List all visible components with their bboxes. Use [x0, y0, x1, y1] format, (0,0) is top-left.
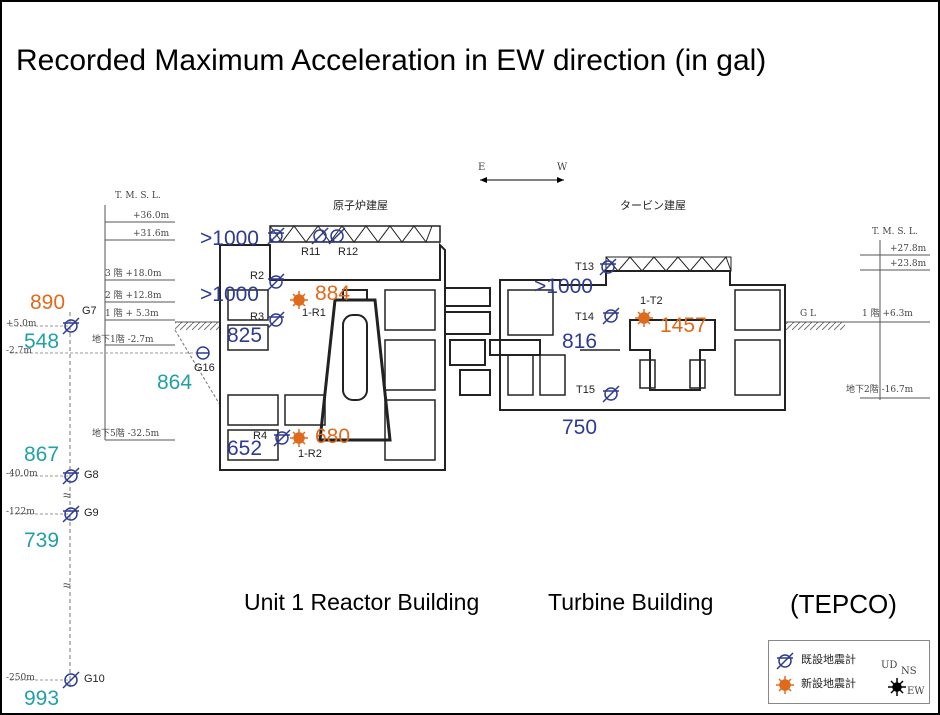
seismometer-icon — [267, 227, 285, 245]
value-t14: 816 — [562, 330, 598, 353]
value-r3: 825 — [227, 324, 263, 347]
seismometer-icon — [62, 671, 80, 689]
value-t15: 750 — [562, 416, 598, 439]
value-1t2: 1457 — [660, 314, 707, 337]
direction-west-label: W — [557, 162, 568, 173]
value-g7-new: 890 — [30, 291, 66, 314]
legend-new-icon — [776, 676, 794, 694]
tmsl-scale-left — [104, 205, 175, 441]
depth-label: -2.7m — [6, 346, 32, 356]
sensor-label-1r1: 1-R1 — [302, 307, 326, 319]
sensor-label-g9: G9 — [84, 507, 99, 519]
tmsl-scale-right — [860, 240, 930, 400]
seismometer-icon — [311, 227, 329, 245]
value-1r1: 884 — [315, 282, 351, 305]
direction-east-label: E — [478, 162, 486, 173]
new-seismometer-icon — [290, 291, 308, 309]
depth-label: +5.0m — [6, 319, 37, 329]
sensor-label-g16: G16 — [194, 362, 215, 374]
svg-text:≈: ≈ — [63, 487, 71, 503]
legend-ud-label: UD — [881, 660, 898, 671]
turbine-building-caption: Turbine Building — [548, 589, 714, 615]
seismometer-icon — [267, 273, 285, 291]
legend-existing-icon — [776, 652, 794, 670]
tmsl-left-label: +31.6m — [133, 229, 170, 239]
seismometer-icon — [599, 258, 617, 276]
value-g10: 993 — [24, 687, 60, 710]
tmsl-left-label: 3 階 +18.0m — [105, 269, 162, 279]
value-g7: 548 — [24, 330, 60, 353]
reactor-building-jp-label: 原子炉建屋 — [333, 200, 388, 212]
seismometer-icon — [328, 227, 346, 245]
sensor-label-r12: R12 — [338, 246, 359, 258]
tmsl-left-label: 2 階 +12.8m — [105, 291, 162, 301]
value-1r2: 680 — [315, 425, 351, 448]
direction-arrow — [480, 177, 564, 183]
tmsl-right-label: +23.8m — [890, 259, 927, 269]
svg-text:≈: ≈ — [63, 577, 71, 593]
depth-label: -122m — [6, 507, 35, 517]
sensor-label-r3: R3 — [250, 311, 265, 323]
tmsl-left-label: 地下5階 -32.5m — [92, 429, 160, 439]
legend: 既設地震計 新設地震計 UD NS EW — [768, 640, 930, 704]
tmsl-left-label: 1 階 + 5.3m — [105, 309, 159, 319]
sensor-label-g8: G8 — [84, 469, 99, 481]
source-caption: (TEPCO) — [790, 589, 897, 619]
seismometer-icon — [602, 385, 620, 403]
axis-direction-icon — [888, 678, 906, 696]
turbine-building — [499, 256, 786, 411]
ground-level-label: G L — [800, 309, 817, 319]
seismometer-icon — [602, 307, 620, 325]
seismometer-icon — [267, 311, 285, 329]
seismometer-icon — [62, 505, 80, 523]
seismometer-icon — [196, 346, 210, 360]
reactor-building-caption: Unit 1 Reactor Building — [244, 589, 480, 615]
legend-ns-label: NS — [901, 666, 917, 677]
sensor-label-r4: R4 — [253, 430, 268, 442]
tmsl-left-label: +36.0m — [133, 211, 170, 221]
tmsl-right-label: 地下2階 -16.7m — [846, 385, 914, 395]
seismometers-new — [290, 291, 653, 447]
sensor-label-r2: R2 — [250, 270, 265, 282]
tmsl-left-title: T. M. S. L. — [115, 191, 161, 201]
depth-label: -250m — [6, 673, 35, 683]
value-r4: 652 — [227, 437, 263, 460]
value-g16: 864 — [157, 371, 193, 394]
diagram-title: Recorded Maximum Acceleration in EW dire… — [16, 44, 767, 77]
sensor-label-t13: T13 — [575, 261, 594, 273]
depth-label: -40.0m — [6, 469, 38, 479]
legend-new-label: 新設地震計 — [801, 678, 856, 690]
tmsl-right-label: 1 階 +6.3m — [862, 309, 913, 319]
seismometers-existing — [62, 227, 620, 689]
sensor-label-r11: R11 — [301, 246, 321, 258]
legend-existing-label: 既設地震計 — [801, 654, 856, 666]
sensor-label-g10: G10 — [84, 673, 105, 685]
sensor-label-g7: G7 — [82, 305, 97, 317]
seismometer-icon — [62, 317, 80, 335]
value-g9: 739 — [24, 529, 60, 552]
sensor-label-1t2: 1-T2 — [640, 295, 663, 307]
new-seismometer-icon — [290, 429, 308, 447]
borehole-line: ≈ ≈ — [10, 312, 200, 690]
tmsl-left-label: 地下1階 -2.7m — [92, 335, 154, 345]
connecting-structures — [444, 287, 541, 396]
value-r1: >1000 — [200, 227, 259, 250]
seismometer-icon — [273, 429, 291, 447]
tmsl-right-label: +27.8m — [890, 244, 927, 254]
sensor-label-1r2: 1-R2 — [298, 448, 322, 460]
new-seismometer-icon — [635, 309, 653, 327]
sensor-label-t14: T14 — [575, 311, 594, 323]
sensor-label-t15: T15 — [576, 384, 595, 396]
legend-ew-label: EW — [907, 686, 925, 697]
value-t13: >1000 — [534, 275, 593, 298]
value-g8: 867 — [24, 443, 60, 466]
tmsl-right-title: T. M. S. L. — [872, 227, 918, 237]
turbine-building-jp-label: タービン建屋 — [620, 200, 686, 212]
value-r2: >1000 — [200, 283, 259, 306]
seismometer-icon — [62, 467, 80, 485]
